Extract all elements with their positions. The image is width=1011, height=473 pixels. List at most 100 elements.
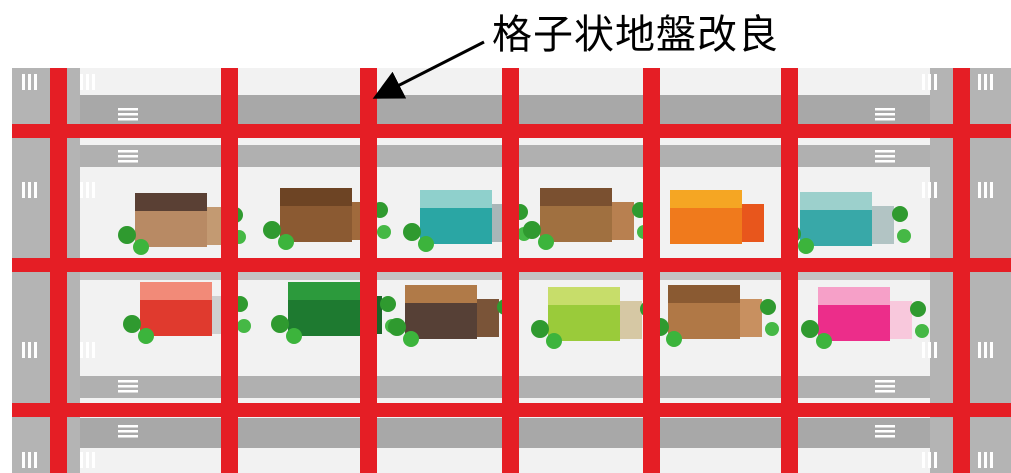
crosswalk-stripe <box>92 342 95 358</box>
tree <box>546 333 562 349</box>
house-roof <box>420 190 492 208</box>
crosswalk-stripe <box>934 74 937 90</box>
crosswalk-stripe <box>875 118 895 121</box>
tree <box>123 315 141 333</box>
house-roof <box>140 282 212 300</box>
house-brown-flat <box>118 193 246 255</box>
callout-label: 格子状地盤改良 <box>492 12 779 58</box>
house-dark-brown <box>388 285 516 347</box>
crosswalk-marking <box>875 150 895 163</box>
crosswalk-marking <box>22 182 37 198</box>
house-roof <box>288 282 360 300</box>
house-annex <box>477 299 499 337</box>
crosswalk-marking <box>978 342 993 358</box>
crosswalk-marking <box>978 452 993 468</box>
tree <box>377 225 391 239</box>
crosswalk-marking <box>875 380 895 393</box>
crosswalk-marking <box>922 74 937 90</box>
crosswalk-stripe <box>80 74 83 90</box>
tree <box>910 301 926 317</box>
crosswalk-stripe <box>118 385 138 388</box>
tree <box>816 333 832 349</box>
tree <box>892 206 908 222</box>
tree <box>237 319 251 333</box>
tree <box>666 331 682 347</box>
crosswalk-stripe <box>922 452 925 468</box>
crosswalk-stripe <box>875 108 895 111</box>
house-roof <box>135 193 207 211</box>
crosswalk-stripe <box>875 150 895 153</box>
crosswalk-stripe <box>934 342 937 358</box>
crosswalk-marking <box>22 452 37 468</box>
crosswalk-stripe <box>928 182 931 198</box>
crosswalks <box>22 74 993 468</box>
tree <box>523 221 541 239</box>
crosswalk-marking <box>875 425 895 438</box>
crosswalk-stripe <box>984 74 987 90</box>
tree <box>263 221 281 239</box>
house-brown-split <box>523 188 651 250</box>
crosswalk-stripe <box>984 452 987 468</box>
house-annex <box>620 301 642 339</box>
house-annex <box>890 301 912 339</box>
crosswalk-stripe <box>922 74 925 90</box>
crosswalk-marking <box>922 452 937 468</box>
tree <box>531 320 549 338</box>
crosswalk-marking <box>80 74 95 90</box>
crosswalk-marking <box>118 425 138 438</box>
crosswalk-stripe <box>922 182 925 198</box>
tree <box>760 299 776 315</box>
house-pink <box>801 287 929 349</box>
crosswalk-marking <box>978 74 993 90</box>
tree <box>271 315 289 333</box>
crosswalk-stripe <box>922 342 925 358</box>
house-annex <box>740 299 762 337</box>
crosswalk-stripe <box>92 182 95 198</box>
house-roof <box>818 287 890 305</box>
house-teal-right <box>783 192 911 254</box>
house-roof <box>540 188 612 206</box>
house-roof <box>280 188 352 206</box>
crosswalk-marking <box>922 182 937 198</box>
house-roof <box>670 190 742 208</box>
crosswalk-stripe <box>86 182 89 198</box>
grid-line-v-4 <box>502 68 519 473</box>
crosswalk-stripe <box>118 155 138 158</box>
crosswalk-stripe <box>118 435 138 438</box>
crosswalk-stripe <box>875 113 895 116</box>
crosswalk-stripe <box>118 150 138 153</box>
crosswalk-marking <box>118 380 138 393</box>
crosswalk-stripe <box>875 390 895 393</box>
crosswalk-stripe <box>86 74 89 90</box>
tree <box>286 328 302 344</box>
crosswalk-stripe <box>80 342 83 358</box>
crosswalk-stripe <box>990 74 993 90</box>
grid-line-v-6 <box>781 68 798 473</box>
crosswalk-stripe <box>80 182 83 198</box>
tree <box>915 324 929 338</box>
crosswalk-stripe <box>22 342 25 358</box>
crosswalk-stripe <box>118 380 138 383</box>
crosswalk-stripe <box>92 74 95 90</box>
grid-line-v-5 <box>643 68 660 473</box>
crosswalk-stripe <box>118 118 138 121</box>
crosswalk-stripe <box>928 74 931 90</box>
house-tan <box>651 285 779 347</box>
grid-line-v-2 <box>221 68 238 473</box>
crosswalk-stripe <box>118 108 138 111</box>
grid-line-v-3 <box>360 68 377 473</box>
crosswalk-marking <box>118 150 138 163</box>
crosswalk-stripe <box>28 452 31 468</box>
crosswalk-stripe <box>928 452 931 468</box>
crosswalk-stripe <box>28 74 31 90</box>
crosswalk-stripe <box>22 182 25 198</box>
crosswalk-stripe <box>118 160 138 163</box>
tree <box>403 331 419 347</box>
crosswalk-stripe <box>875 430 895 433</box>
crosswalk-stripe <box>28 182 31 198</box>
crosswalk-stripe <box>990 182 993 198</box>
house-roof <box>405 285 477 303</box>
crosswalk-stripe <box>875 385 895 388</box>
crosswalk-stripe <box>34 452 37 468</box>
